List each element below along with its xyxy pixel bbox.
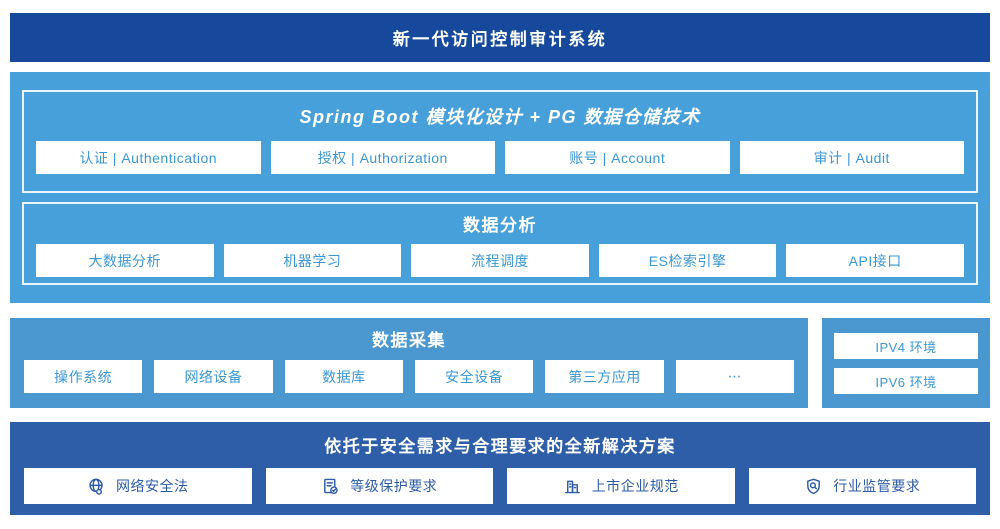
env-box-ipv4: IPV4 环境 [834,333,978,359]
analysis-box-bigdata: 大数据分析 [36,244,214,277]
shield-search-icon [804,477,823,496]
diagram-title-banner: 新一代访问控制审计系统 [10,13,990,62]
ip-environment-panel: IPV4 环境 IPV6 环境 [822,318,990,408]
env-box-ipv6: IPV6 环境 [834,368,978,394]
analysis-box-machine-learning: 机器学习 [223,244,402,277]
solution-title: 依托于安全需求与合理要求的全新解决方案 [324,437,676,456]
analysis-box-api: API接口 [786,244,964,277]
analysis-box-workflow: 流程调度 [411,244,589,277]
collection-box-security-device: 安全设备 [415,360,534,393]
diagram-title: 新一代访问控制审计系统 [392,30,608,49]
module-box-authentication: 认证 | Authentication [36,141,261,174]
module-box-audit: 审计 | Audit [739,141,964,174]
module-box-account: 账号 | Account [505,141,730,174]
spring-boot-panel-title: Spring Boot 模块化设计 + PG 数据仓储技术 [299,107,701,127]
solution-label: 网络安全法 [116,478,189,494]
data-analysis-panel: 数据分析 大数据分析 机器学习 流程调度 ES检索引擎 API接口 [22,202,978,285]
building-icon [563,477,582,496]
collection-box-third-party: 第三方应用 [545,360,664,393]
data-collection-panel: 数据采集 操作系统 网络设备 数据库 安全设备 第三方应用 ⋯ [10,318,808,408]
spring-boot-panel: Spring Boot 模块化设计 + PG 数据仓储技术 认证 | Authe… [22,90,978,193]
collection-box-more: ⋯ [675,360,794,393]
collection-box-network-device: 网络设备 [154,360,273,393]
solution-row: 网络安全法 等级保护要求 [10,468,990,504]
solution-box-industry-regulation: 行业监管要求 [748,468,976,504]
module-box-authorization: 授权 | Authorization [270,141,495,174]
solution-label: 上市企业规范 [591,478,679,494]
solution-panel: 依托于安全需求与合理要求的全新解决方案 网络安全法 [10,422,990,515]
collection-box-os: 操作系统 [24,360,143,393]
document-check-icon [321,477,340,496]
data-collection-title: 数据采集 [372,331,446,350]
data-collection-row: 操作系统 网络设备 数据库 安全设备 第三方应用 ⋯ [10,360,808,393]
data-analysis-panel-title: 数据分析 [463,216,537,235]
data-analysis-row: 大数据分析 机器学习 流程调度 ES检索引擎 API接口 [24,244,976,277]
network-globe-icon [87,477,106,496]
platform-container: Spring Boot 模块化设计 + PG 数据仓储技术 认证 | Authe… [10,72,990,303]
solution-label: 行业监管要求 [833,478,921,494]
solution-box-classified-protection: 等级保护要求 [265,468,493,504]
collection-box-database: 数据库 [284,360,403,393]
analysis-box-es-search: ES检索引擎 [598,244,777,277]
spring-boot-module-row: 认证 | Authentication 授权 | Authorization 账… [24,141,976,174]
solution-box-network-security-law: 网络安全法 [24,468,252,504]
solution-label: 等级保护要求 [350,478,438,494]
solution-box-listed-company: 上市企业规范 [507,468,735,504]
